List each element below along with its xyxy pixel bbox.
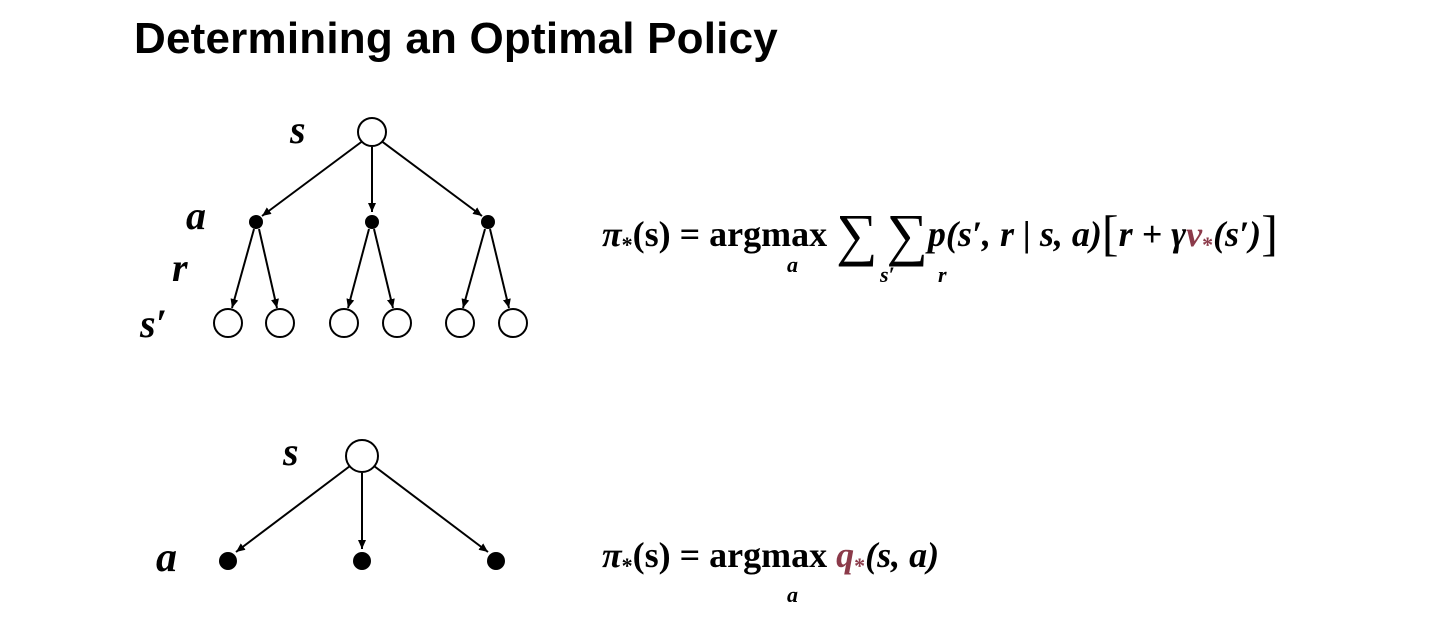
reward-plus-gamma: r + γ <box>1118 214 1187 254</box>
edge <box>373 228 395 309</box>
star-subscript: * <box>621 232 633 257</box>
argmax-operator: argmax <box>709 535 828 575</box>
state-label: s <box>290 107 306 152</box>
sum-operator: ∑ <box>886 202 928 267</box>
v-star-symbol: v <box>1186 214 1203 254</box>
transition-probability: p(s′, r | s, a) <box>927 214 1102 254</box>
edge <box>261 139 365 217</box>
q-backup-diagram <box>219 439 505 570</box>
state-node <box>345 439 379 473</box>
edge <box>258 228 279 309</box>
action-node <box>487 552 505 570</box>
next-state-node <box>498 308 528 338</box>
optimal-policy-from-q-equation: π*(s) = argmax q*(s, a) <box>602 534 940 578</box>
state-label: s <box>283 429 299 474</box>
pi-symbol: π <box>602 214 622 254</box>
next-state-label: s′ <box>140 301 167 346</box>
next-state-node <box>445 308 475 338</box>
reward-label: r <box>172 245 188 290</box>
action-node <box>353 552 371 570</box>
next-state-node <box>213 308 243 338</box>
slide-title: Determining an Optimal Policy <box>134 14 778 63</box>
q-star-symbol: q <box>836 535 855 575</box>
action-node <box>481 215 495 229</box>
star-subscript: * <box>1202 232 1214 257</box>
action-node <box>365 215 379 229</box>
action-label: a <box>186 193 206 238</box>
action-node <box>219 552 237 570</box>
argmax-subscript: a <box>787 252 798 277</box>
edge <box>373 465 489 553</box>
edge <box>230 228 255 309</box>
edge <box>489 228 511 309</box>
action-label: a <box>156 535 177 581</box>
action-node <box>249 215 263 229</box>
argmax-operator: argmax <box>709 214 828 254</box>
next-state-node <box>382 308 412 338</box>
pi-symbol: π <box>602 535 622 575</box>
edge <box>235 465 351 553</box>
open-bracket: [ <box>1101 205 1119 261</box>
optimal-policy-from-v-equation: π*(s) = argmax ∑ ∑p(s′, r | s, a)[r + γv… <box>602 198 1278 264</box>
sum-subscript-s-prime: s′ <box>880 262 895 287</box>
argmax-subscript: a <box>787 582 798 607</box>
state-node <box>357 117 387 147</box>
edge <box>379 139 483 217</box>
equals-sign: = <box>670 214 710 254</box>
star-subscript: * <box>854 553 866 578</box>
star-subscript: * <box>621 553 633 578</box>
v-backup-diagram <box>213 117 528 338</box>
equals-sign: = <box>670 535 710 575</box>
q-arg: (s, a) <box>865 535 940 575</box>
v-arg: (s′) <box>1213 214 1262 254</box>
edge <box>461 228 486 309</box>
next-state-node <box>329 308 359 338</box>
edge <box>346 228 370 309</box>
lhs-arg: (s) <box>632 214 671 254</box>
sum-operator: ∑ <box>836 202 878 267</box>
lhs-arg: (s) <box>632 535 671 575</box>
close-bracket: ] <box>1261 205 1278 261</box>
next-state-node <box>265 308 295 338</box>
sum-subscript-r: r <box>938 262 947 287</box>
